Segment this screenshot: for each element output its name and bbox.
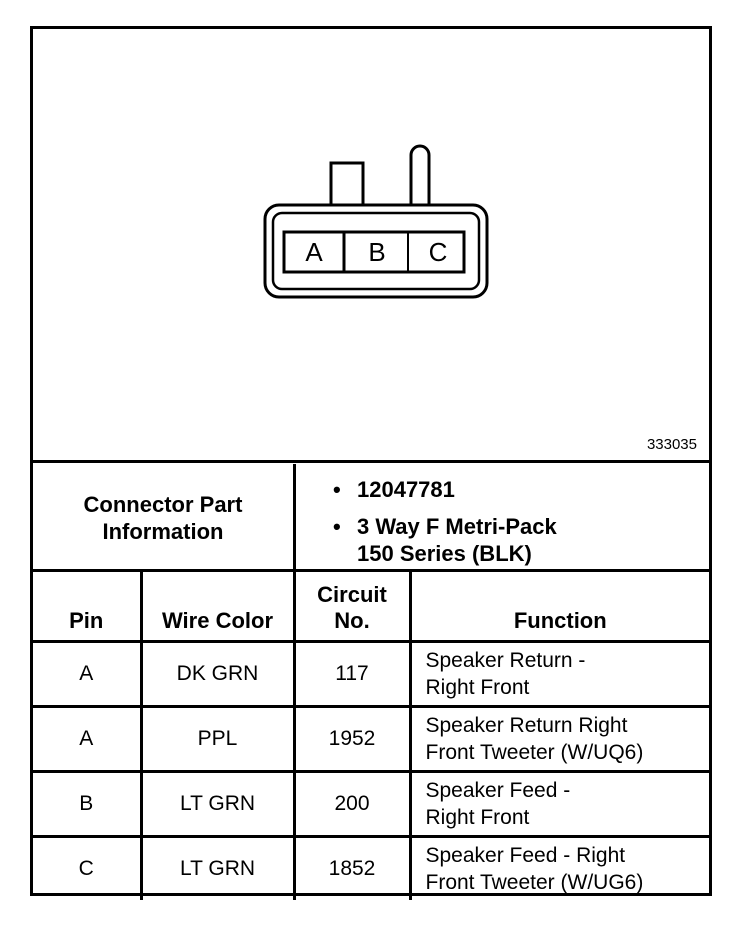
cell-pin: C xyxy=(33,835,143,900)
table-row: A PPL 1952 Speaker Return Right Front Tw… xyxy=(33,705,709,773)
header-function: Function xyxy=(408,572,709,643)
cell-circuit: 1852 xyxy=(292,835,412,900)
cell-function: Speaker Return - Right Front xyxy=(408,640,709,708)
connector-lock-tab xyxy=(329,161,365,205)
table-row: C LT GRN 1852 Speaker Feed - Right Front… xyxy=(33,835,709,900)
cell-circuit: 200 xyxy=(292,770,412,838)
connector-drawing: A B C xyxy=(263,144,489,299)
cell-wire-color: PPL xyxy=(139,705,296,773)
pin-cavity-block xyxy=(282,230,466,274)
table-row: B LT GRN 200 Speaker Feed - Right Front xyxy=(33,770,709,838)
connector-housing-inner xyxy=(271,211,481,291)
list-item: • 12047781 xyxy=(333,476,557,503)
pin-label-b: B xyxy=(368,237,385,267)
connector-post xyxy=(409,144,431,205)
cell-wire-color: LT GRN xyxy=(139,770,296,838)
divider xyxy=(293,464,296,572)
bullet-icon: • xyxy=(333,477,341,502)
header-wire-color: Wire Color xyxy=(139,572,296,643)
cell-pin: A xyxy=(33,640,143,708)
connector-info-label: Connector Part Information xyxy=(83,492,243,544)
cell-circuit: 117 xyxy=(292,640,412,708)
table-row: A DK GRN 117 Speaker Return - Right Fron… xyxy=(33,640,709,708)
cell-circuit: 1952 xyxy=(292,705,412,773)
cell-pin: B xyxy=(33,770,143,838)
cell-function: Speaker Return Right Front Tweeter (W/UQ… xyxy=(408,705,709,773)
bullet-icon: • xyxy=(333,514,341,539)
cell-function: Speaker Feed - Right Front xyxy=(408,770,709,838)
connector-description: 3 Way F Metri-Pack 150 Series (BLK) xyxy=(357,514,557,566)
connector-diagram: A B C 333035 xyxy=(33,29,709,463)
part-number: 12047781 xyxy=(357,477,455,502)
cell-function: Speaker Feed - Right Front Tweeter (W/UG… xyxy=(408,835,709,900)
pin-label-a: A xyxy=(305,237,323,267)
pin-table: Pin Wire Color Circuit No. Function A DK… xyxy=(33,572,709,900)
header-pin: Pin xyxy=(33,572,143,643)
divider xyxy=(33,569,709,572)
cell-pin: A xyxy=(33,705,143,773)
header-circuit: Circuit No. xyxy=(292,572,412,643)
cell-wire-color: DK GRN xyxy=(139,640,296,708)
divider xyxy=(33,460,709,463)
connector-housing xyxy=(263,203,489,299)
pin-label-c: C xyxy=(429,237,448,267)
figure-id: 333035 xyxy=(646,436,697,453)
cell-wire-color: LT GRN xyxy=(139,835,296,900)
table-header-row: Pin Wire Color Circuit No. Function xyxy=(33,572,709,643)
list-item: • 3 Way F Metri-Pack 150 Series (BLK) xyxy=(333,513,557,567)
connector-sheet: A B C 333035 Connector Part Information … xyxy=(30,26,712,900)
connector-info-list: • 12047781 • 3 Way F Metri-Pack 150 Seri… xyxy=(333,476,557,567)
